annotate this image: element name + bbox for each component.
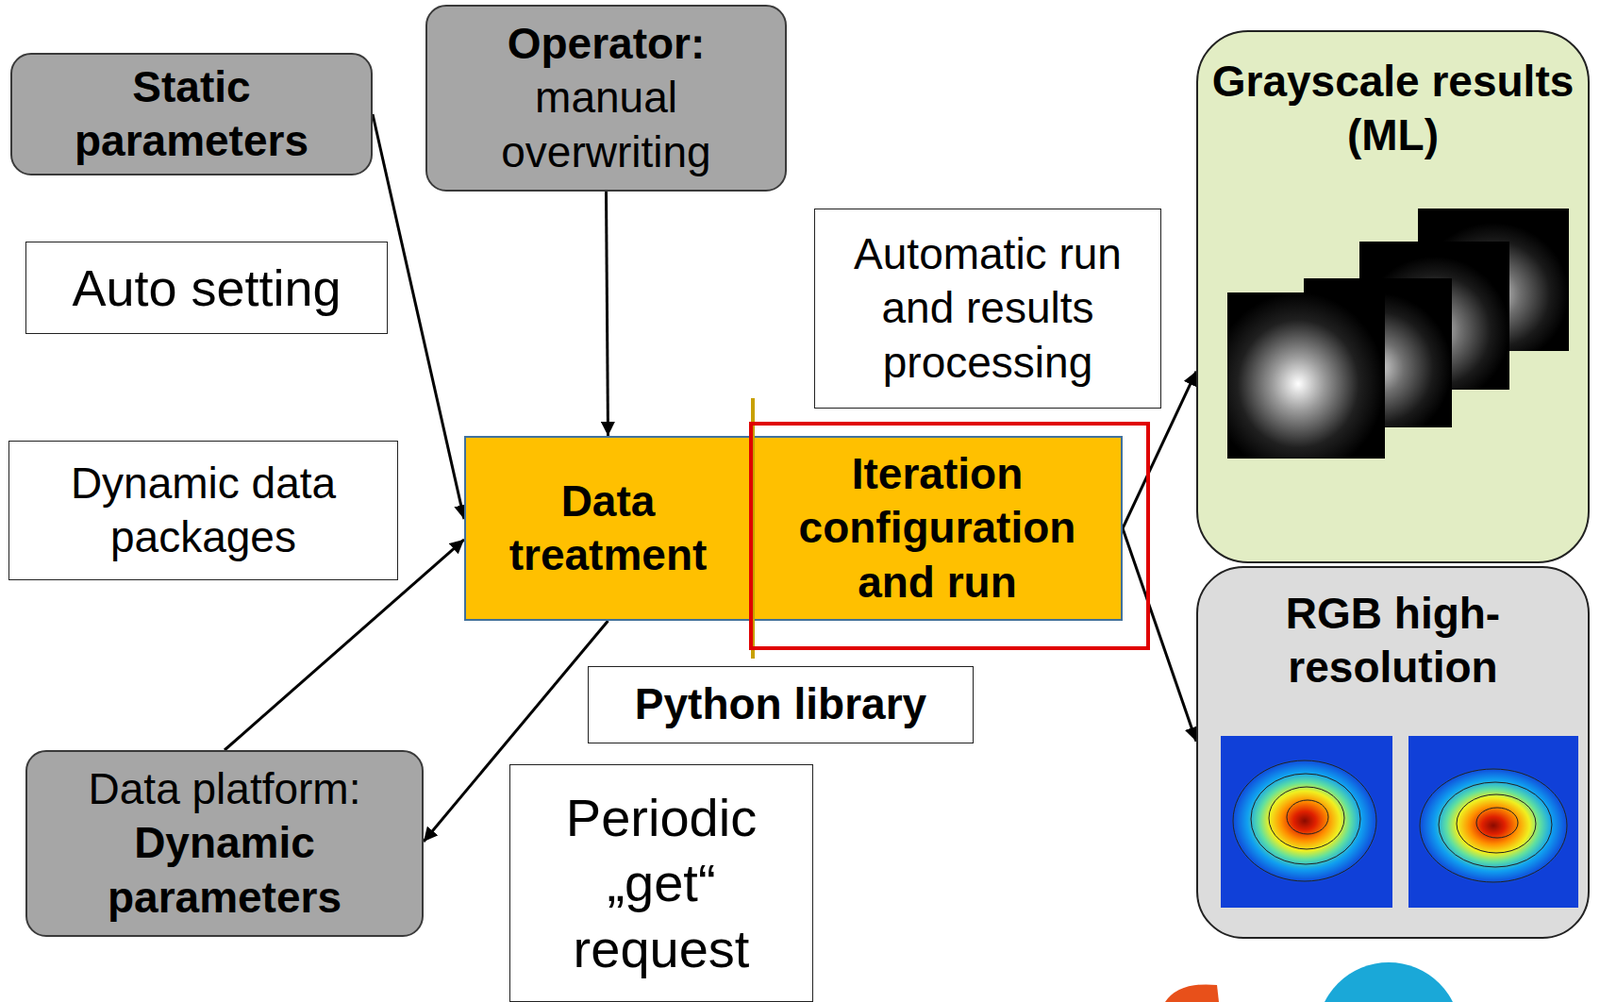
node-text: RGB high-resolution	[1207, 586, 1579, 695]
highlight-frame	[750, 423, 1149, 649]
node-text: Data platform:	[36, 762, 413, 817]
connector-arrow	[606, 191, 609, 436]
process-box: Data treatment	[464, 435, 752, 621]
node-text: Static parameters	[21, 60, 362, 168]
node-text: Dynamic parameters	[36, 816, 413, 924]
node-text: manual overwriting	[436, 70, 776, 179]
grayscale-stack	[1227, 208, 1569, 459]
rgb-maps	[1220, 735, 1579, 908]
node-text: Auto setting	[35, 256, 378, 320]
note-box: Auto setting	[25, 241, 388, 334]
node-text: Iteration configuration and run	[763, 447, 1112, 609]
note-box: Periodic „get“ request	[509, 764, 814, 1002]
logo-fragment	[1165, 983, 1219, 1002]
process-box: Iteration configuration and run	[751, 435, 1123, 621]
node-text: Grayscale results (ML)	[1207, 54, 1579, 163]
input-box: Operator:manual overwriting	[425, 4, 787, 192]
note-box: Python library	[587, 666, 974, 744]
note-box: Automatic run and results processing	[814, 208, 1162, 409]
input-box: Static parameters	[10, 52, 373, 176]
node-text: Data treatment	[475, 474, 741, 583]
logo-fragment	[1316, 962, 1461, 1002]
node-text: Python library	[598, 677, 964, 732]
node-text: Dynamic data packages	[18, 456, 388, 565]
node-text: Operator:	[436, 16, 776, 71]
node-text: Periodic „get“ request	[519, 784, 803, 982]
source-box: Data platform:Dynamic parameters	[25, 750, 424, 937]
note-box: Dynamic data packages	[8, 440, 399, 581]
connector-arrow	[1122, 528, 1197, 742]
node-text: Automatic run and results processing	[824, 227, 1151, 389]
